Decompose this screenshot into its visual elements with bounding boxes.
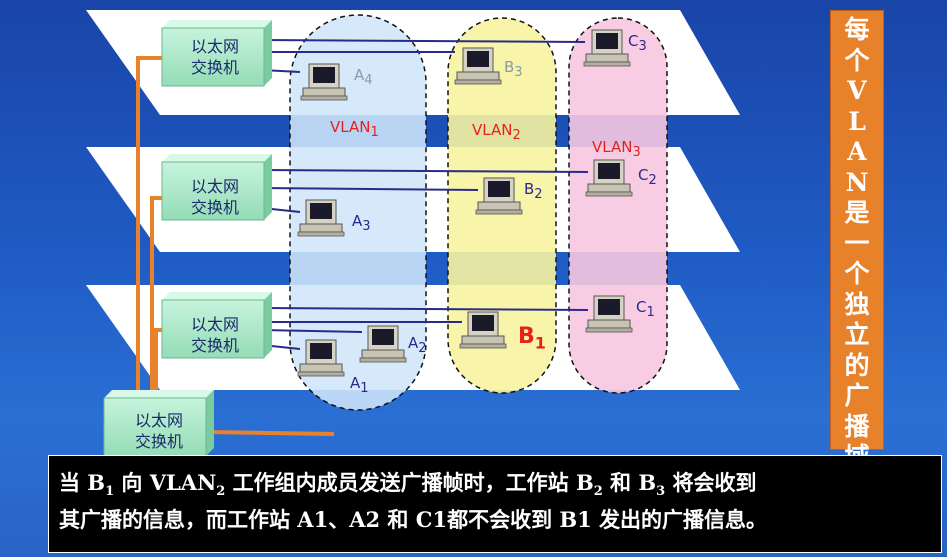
computer-icon — [585, 295, 633, 333]
station-b3-label: B3 — [504, 58, 523, 79]
station-c3-label: C3 — [628, 32, 647, 53]
banner-char: 的 — [844, 350, 870, 380]
computer-icon — [297, 339, 345, 377]
banner-char: N — [845, 167, 869, 197]
vlan1-label: VLAN1 — [330, 118, 379, 139]
switch-label-line1: 以太网 — [134, 411, 183, 430]
station-b2-label: B2 — [524, 180, 543, 201]
b1-sub: 1 — [534, 333, 546, 353]
vlan3-region — [568, 17, 668, 394]
c1-sub: 1 — [646, 305, 655, 320]
switch-middle-label: 以太网 交换机 — [180, 176, 250, 218]
caption-l1-h: 3 — [656, 484, 666, 500]
station-a4-label: A4 — [354, 66, 373, 87]
a2-letter: A — [408, 334, 419, 352]
banner-char: 个 — [844, 45, 870, 75]
banner-char: 独 — [844, 289, 870, 319]
a4-sub: 4 — [364, 73, 373, 88]
switch-middle — [161, 154, 272, 221]
computer-icon — [459, 311, 507, 349]
banner-char: 个 — [844, 259, 870, 288]
caption-l1-b: 1 — [105, 484, 115, 500]
caption-l1-g: 和 B — [602, 470, 657, 495]
switch-label-line1: 以太网 — [190, 37, 239, 56]
caption-l1-f: 2 — [593, 484, 603, 500]
a4-letter: A — [354, 66, 365, 84]
switch-label-line2: 交换机 — [190, 58, 239, 77]
station-c2-label: C2 — [638, 166, 657, 187]
a1-letter: A — [350, 374, 361, 392]
banner-char: 立 — [844, 320, 870, 349]
vlan1-sub: 1 — [370, 125, 379, 140]
a2-sub: 2 — [418, 341, 427, 356]
switch-label-line2: 交换机 — [134, 432, 183, 451]
computer-icon — [585, 159, 633, 197]
vlan2-sub: 2 — [512, 128, 521, 143]
banner-char: V — [847, 76, 867, 105]
switch-label-line2: 交换机 — [190, 198, 239, 217]
station-a2-label: A2 — [408, 334, 427, 355]
station-b1-label: B1 — [518, 324, 546, 353]
c1-letter: C — [636, 298, 647, 316]
workstations — [297, 29, 633, 377]
vlan1-name: VLAN — [330, 118, 371, 136]
switch-label-line2: 交换机 — [190, 336, 239, 355]
b1-letter: B — [518, 324, 535, 349]
c3-sub: 3 — [638, 39, 647, 54]
banner-char: L — [848, 106, 866, 136]
computer-icon — [300, 63, 348, 101]
c2-letter: C — [638, 166, 649, 184]
vlan2-label: VLAN2 — [472, 121, 521, 142]
b2-letter: B — [524, 180, 535, 198]
caption-l1-c: 向 VLAN — [114, 470, 217, 495]
a1-sub: 1 — [360, 381, 369, 396]
caption-l1-i: 将会收到 — [665, 470, 757, 495]
banner-char: 播 — [844, 411, 870, 441]
uplinks — [136, 56, 335, 436]
switch-top-label: 以太网 交换机 — [180, 36, 250, 78]
banner-char: 是 — [844, 198, 870, 227]
side-banner: 每个VLAN是一个独立的广播域 — [830, 10, 884, 471]
computer-icon — [454, 47, 502, 85]
vlan2-name: VLAN — [472, 121, 513, 139]
a3-sub: 3 — [362, 219, 371, 234]
computer-icon — [475, 177, 523, 215]
banner-char: A — [847, 137, 867, 166]
switch-core — [103, 390, 214, 457]
caption-l1-a: 当 B — [59, 470, 106, 495]
computer-icon — [359, 325, 407, 363]
vlan3-name: VLAN — [592, 138, 633, 156]
c2-sub: 2 — [648, 173, 657, 188]
vlan3-label: VLAN3 — [592, 138, 641, 159]
switch-core-label: 以太网 交换机 — [124, 410, 194, 452]
banner-char: 每 — [844, 15, 870, 44]
station-c1-label: C1 — [636, 298, 655, 319]
caption-line1: 当 B1 向 VLAN2 工作组内成员发送广播帧时，工作站 B2 和 B3 将会… — [59, 464, 931, 501]
a3-letter: A — [352, 212, 363, 230]
computer-icon — [297, 199, 345, 237]
computer-icon — [583, 29, 631, 67]
banner-char: 广 — [844, 381, 870, 410]
c3-letter: C — [628, 32, 639, 50]
switch-bottom — [161, 292, 272, 359]
station-a3-label: A3 — [352, 212, 371, 233]
b2-sub: 2 — [534, 187, 543, 202]
caption-l1-d: 2 — [216, 484, 226, 500]
b3-letter: B — [504, 58, 515, 76]
switch-bottom-label: 以太网 交换机 — [180, 314, 250, 356]
caption-box: 当 B1 向 VLAN2 工作组内成员发送广播帧时，工作站 B2 和 B3 将会… — [48, 455, 942, 553]
switch-label-line1: 以太网 — [190, 315, 239, 334]
caption-l1-e: 工作组内成员发送广播帧时，工作站 B — [225, 470, 594, 495]
station-a1-label: A1 — [350, 374, 369, 395]
b3-sub: 3 — [514, 65, 523, 80]
vlan3-sub: 3 — [632, 145, 641, 160]
switch-top — [161, 20, 272, 87]
caption-line2: 其广播的信息，而工作站 A1、A2 和 C1都不会收到 B1 发出的广播信息。 — [59, 507, 768, 532]
switch-label-line1: 以太网 — [190, 177, 239, 196]
banner-char: 一 — [844, 228, 870, 258]
vlan1-region — [289, 14, 427, 411]
